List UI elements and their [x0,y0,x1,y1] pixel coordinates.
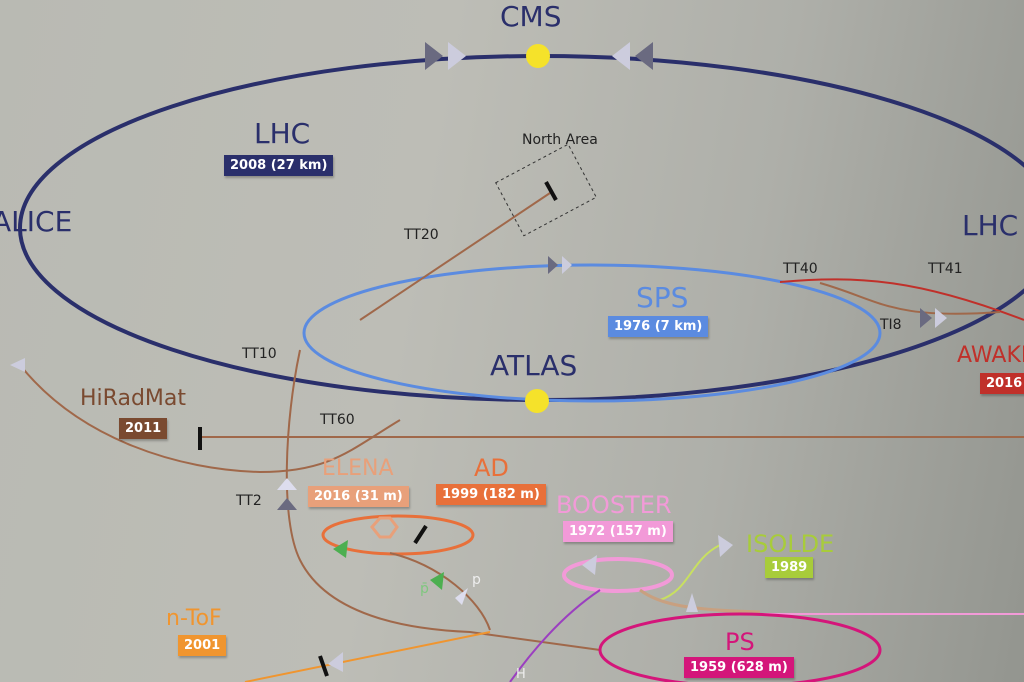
arrow-icon [582,555,597,575]
isolde-label: ISOLDE [746,530,835,558]
arrow-icon [333,540,348,558]
north-area-label: North Area [522,132,598,148]
tt40-line [779,278,1024,321]
ntof-dump [318,655,329,677]
pbar-label: p̄ [420,581,429,597]
linac-line [509,589,601,682]
arrow-icon [277,478,297,490]
arrow-icon [10,358,25,372]
booster-ps-line [639,588,761,614]
arrow-icon [328,652,343,672]
north-area-dump [544,181,558,201]
ti8-label: TI8 [880,317,902,333]
elena-ring [321,514,475,556]
sps-ring [302,263,882,403]
ntof-label: n-ToF [166,606,222,631]
tt20-label: TT20 [404,227,439,243]
ad-line [389,552,491,631]
arrow-icon [920,308,932,328]
awake-year-tag: 2016 [980,373,1024,394]
arrow-icon [425,42,443,70]
booster-ring [562,557,674,593]
tt60-label: TT60 [320,412,355,428]
atlas-label: ATLAS [490,349,578,382]
sps-year-tag: 1976 (7 km) [608,316,709,337]
ps-ring [598,612,882,682]
north-area-box [495,143,597,237]
isolde-year-tag: 1989 [765,557,814,578]
elena-label: ELENA [322,456,394,481]
lhc-label: LHC [254,117,311,150]
ad-label: AD [474,454,509,482]
p-label: p [472,572,481,588]
elena-dump [413,524,428,545]
cms-collision-point [526,44,550,68]
hiradmat-year-tag: 2011 [119,418,168,439]
hiradmat-line [19,364,401,474]
arrow-icon [562,256,572,274]
cms-label: CMS [500,0,562,33]
awake-label: AWAKE [957,343,1024,368]
ntof-line [244,631,491,682]
arrow-icon [612,42,630,70]
lhc-year-tag: 2008 (27 km) [224,155,334,176]
tt40-label: TT40 [783,261,818,277]
arrow-icon [548,256,558,274]
arrow-icon [935,308,947,328]
isolde-line [659,544,721,601]
ad-year-tag: 1999 (182 m) [436,484,546,505]
arrow-icon [718,535,733,557]
tt41-label: TT41 [928,261,963,277]
h-label: H [516,667,526,682]
sps-label: SPS [636,281,689,314]
ps-year-tag: 1959 (628 m) [684,657,794,678]
arrow-icon [448,42,466,70]
ntof-year-tag: 2001 [178,635,227,656]
tt2-label: TT2 [236,493,262,509]
tt20-line [359,192,551,321]
ps-label: PS [725,628,755,656]
hiradmat-label: HiRadMat [80,386,186,411]
arrow-icon [686,593,698,612]
elena-year-tag: 2016 (31 m) [308,486,409,507]
ti8-line [819,282,1001,315]
arrow-icon [635,42,653,70]
lhc-right-label: LHC [962,209,1019,242]
arrow-icon [430,572,444,590]
alice-label: ALICE [0,205,73,238]
arrow-icon [455,588,468,605]
hexagon-icon [370,516,399,539]
tt10-label: TT10 [242,346,277,362]
atlas-collision-point [525,389,549,413]
booster-year-tag: 1972 (157 m) [563,521,673,542]
arrow-icon [277,498,297,510]
tt10-line [285,349,601,651]
booster-label: BOOSTER [556,491,672,519]
